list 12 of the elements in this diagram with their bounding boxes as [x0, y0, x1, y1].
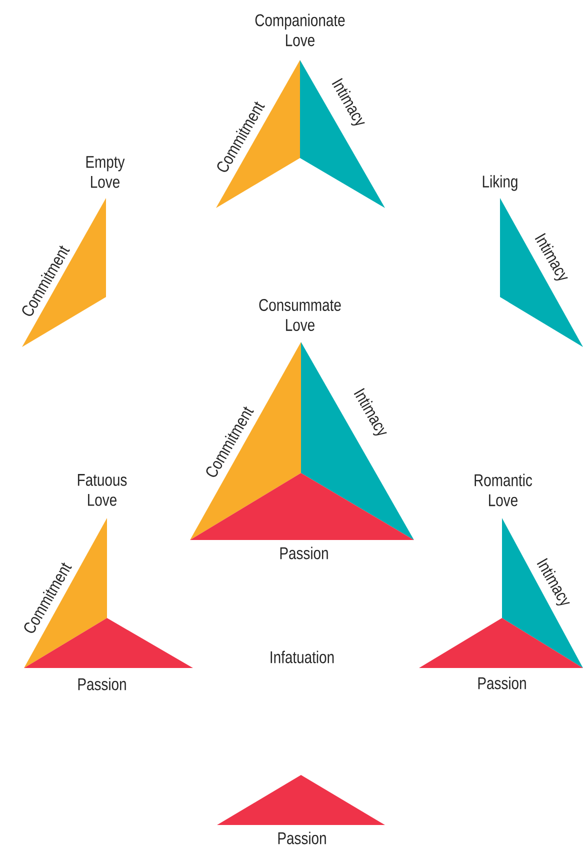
title-label: Companionate Love	[255, 14, 345, 46]
node-label: Passion	[78, 678, 126, 690]
title-label: Consummate Love	[259, 298, 341, 332]
node-label: Passion	[278, 832, 326, 844]
title-label: Liking	[482, 175, 518, 191]
title-label: Romantic Love	[474, 474, 532, 506]
node-label: Passion	[280, 546, 328, 560]
title-label: Empty Love	[86, 156, 125, 188]
title-label: Fatuous Love	[78, 474, 127, 506]
triangle-segment: Passion	[217, 775, 385, 844]
title-label: Infatuation	[270, 650, 334, 664]
node-label: Passion	[478, 676, 526, 690]
